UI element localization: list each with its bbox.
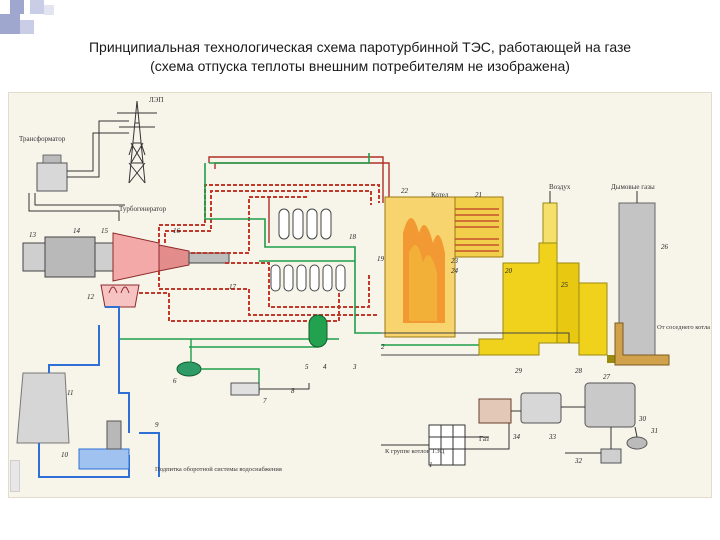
drain-line (237, 383, 310, 390)
number-18: 18 (349, 233, 357, 241)
aux-lines (511, 406, 638, 454)
number-15: 15 (101, 227, 109, 235)
hp-heaters (278, 208, 332, 240)
number-32: 32 (574, 457, 583, 465)
number-9: 9 (155, 421, 159, 429)
makeup-supply-label: Подпитка оборотной системы водоснабжения (155, 466, 282, 473)
flue-gases-label: Дымовые газы (611, 183, 655, 191)
transformer-link (67, 120, 129, 178)
number-6: 6 (173, 377, 177, 385)
slide-title: Принципиальная технологическая схема пар… (0, 38, 720, 76)
number-4: 4 (323, 363, 327, 371)
oil-heaters (478, 382, 648, 464)
corner-square-5 (20, 20, 34, 34)
number-33: 33 (548, 433, 557, 441)
deaerator (308, 314, 328, 348)
number-20: 20 (505, 267, 513, 275)
lep-label: ЛЭП (149, 96, 163, 104)
number-12: 12 (87, 293, 95, 301)
gas-label: Газ (479, 435, 489, 443)
number-31: 31 (650, 427, 658, 435)
circulating-water-lines (38, 306, 160, 478)
lp-heaters (270, 264, 346, 292)
number-8: 8 (291, 387, 295, 395)
number-26: 26 (661, 243, 669, 251)
number-7: 7 (263, 397, 267, 405)
number-2: 2 (381, 343, 385, 351)
tpp-scheme-figure: ЛЭП Трансформатор Турбогенератор (8, 92, 712, 498)
corner-square-2 (30, 0, 44, 14)
transformer (36, 154, 68, 192)
air-label: Воздух (549, 183, 571, 191)
turbogenerator (22, 232, 230, 282)
number-11: 11 (67, 389, 73, 397)
number-27: 27 (603, 373, 611, 381)
from-neighbor-boiler-label: От соседнего котла (657, 324, 710, 331)
number-23: 23 (451, 257, 459, 265)
number-10: 10 (61, 451, 69, 459)
return-lines (381, 332, 570, 356)
power-line-tower (117, 100, 157, 184)
number-25: 25 (561, 281, 569, 289)
drain-tank (230, 382, 260, 396)
chimney-base (614, 322, 670, 366)
number-14: 14 (73, 227, 81, 235)
condenser (100, 284, 140, 308)
number-5: 5 (305, 363, 309, 371)
boiler-tube-bundles (455, 208, 499, 252)
chimney (607, 202, 656, 364)
number-28: 28 (575, 367, 583, 375)
number-21: 21 (475, 191, 482, 199)
circulation-pump-basin (78, 420, 130, 470)
callout-numbers: 1 2 3 4 5 6 7 8 9 10 11 12 13 14 15 16 1… (29, 187, 669, 469)
number-16: 16 (173, 227, 181, 235)
number-1: 1 (429, 461, 433, 469)
generator-bus (28, 193, 125, 221)
number-3: 3 (352, 363, 357, 371)
title-line-1: Принципиальная технологическая схема пар… (88, 39, 632, 55)
transformer-label: Трансформатор (19, 135, 66, 143)
number-34: 34 (512, 433, 521, 441)
gas-distribution (428, 424, 466, 466)
number-29: 29 (515, 367, 523, 375)
feed-pump (176, 361, 202, 377)
corner-square-4 (0, 14, 20, 34)
number-17: 17 (229, 283, 237, 291)
cooling-tower (16, 372, 70, 444)
number-30: 30 (638, 415, 647, 423)
corner-square-1 (10, 0, 24, 14)
boiler-label: Котел (431, 191, 449, 199)
number-24: 24 (451, 267, 459, 275)
flue-gas-duct (478, 202, 608, 356)
number-13: 13 (29, 231, 37, 239)
turbogenerator-label: Турбогенератор (119, 205, 167, 213)
tpp-scheme-diagram: ЛЭП Трансформатор Турбогенератор (16, 96, 710, 478)
left-edge-mark (10, 460, 20, 492)
boiler (384, 196, 504, 338)
number-19: 19 (377, 255, 385, 263)
corner-square-3 (44, 5, 54, 15)
number-22: 22 (401, 187, 409, 195)
title-line-2: (схема отпуска теплоты внешним потребите… (150, 58, 570, 74)
to-boiler-groups-label: К группе котлов ТЭЦ (385, 448, 445, 455)
